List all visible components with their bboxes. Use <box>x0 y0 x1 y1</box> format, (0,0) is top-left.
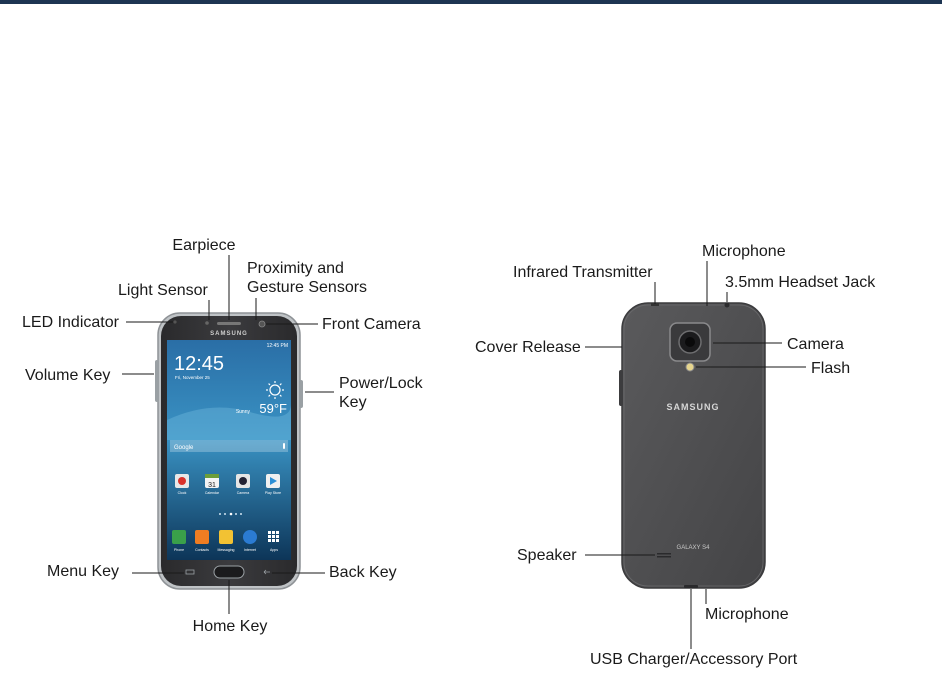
label-flash: Flash <box>811 360 851 377</box>
label-light-sensor: Light Sensor <box>118 282 208 299</box>
dock-label-messaging: Messaging <box>218 548 235 552</box>
apps-grid-icon <box>268 531 279 542</box>
svg-text:31: 31 <box>208 482 216 489</box>
label-earpiece: Earpiece <box>172 237 236 254</box>
led-dot <box>173 320 177 324</box>
internet-app-icon <box>243 530 257 544</box>
mic-icon <box>283 443 285 449</box>
power-key-shape <box>299 380 303 408</box>
front-brand: SAMSUNG <box>210 331 248 337</box>
screen-temp: 59°F <box>259 401 287 416</box>
back-key-shape <box>263 569 270 575</box>
menu-key-shape <box>185 569 195 575</box>
screen-search-label: Google <box>174 445 194 451</box>
label-speaker: Speaker <box>517 547 577 564</box>
app-label-calendar: Calendar <box>205 491 220 495</box>
label-headset-jack: 3.5mm Headset Jack <box>725 274 876 291</box>
label-proximity-gesture-sensors: Proximity and Gesture Sensors <box>247 260 368 296</box>
label-microphone-bottom: Microphone <box>705 606 789 623</box>
dock-label-contacts: Contacts <box>195 548 209 552</box>
label-usb-port: USB Charger/Accessory Port <box>590 651 798 668</box>
header-bar <box>0 0 942 4</box>
label-infrared-transmitter: Infrared Transmitter <box>513 264 653 281</box>
label-power-lock-key: Power/Lock Key <box>339 375 423 411</box>
label-cover-release: Cover Release <box>475 339 581 356</box>
volume-key-shape <box>155 360 159 402</box>
back-phone: SAMSUNG GALAXY S4 <box>619 302 766 589</box>
screen-clock: 12:45 <box>174 353 224 375</box>
app-label-playstore: Play Store <box>265 491 281 495</box>
front-camera-dot <box>258 320 266 328</box>
weather-sun-icon <box>266 381 284 399</box>
label-home-key: Home Key <box>192 618 268 635</box>
ir-blaster-shape <box>651 303 659 306</box>
messaging-app-icon <box>219 530 233 544</box>
earpiece-slot <box>217 322 241 325</box>
app-label-clock: Clock <box>178 491 187 495</box>
contacts-app-icon <box>195 530 209 544</box>
usb-port-shape <box>684 585 698 588</box>
back-volume-edge <box>619 370 623 406</box>
label-led-indicator: LED Indicator <box>22 314 119 331</box>
front-screen <box>167 340 291 560</box>
front-leader-lines <box>122 255 334 614</box>
dock-label-apps: Apps <box>270 548 278 552</box>
screen-city: Sunny <box>236 409 251 415</box>
light-sensor-dot <box>205 321 209 325</box>
home-key-shape <box>213 565 245 579</box>
label-menu-key: Menu Key <box>47 563 120 580</box>
label-back-key: Back Key <box>329 564 397 581</box>
label-microphone-top: Microphone <box>702 243 786 260</box>
back-model: GALAXY S4 <box>677 545 711 551</box>
dock-label-internet: Internet <box>244 548 256 552</box>
speaker-grille <box>657 553 671 558</box>
screen-status-time: 12:45 PM <box>267 343 288 349</box>
back-leader-lines <box>585 261 806 649</box>
label-camera: Camera <box>787 336 844 353</box>
phone-app-icon <box>172 530 186 544</box>
label-front-camera: Front Camera <box>322 316 421 333</box>
screen-date: Fri, November 25 <box>175 375 210 380</box>
screen-search-bar <box>170 440 288 452</box>
headset-jack-shape <box>724 302 730 308</box>
back-brand: SAMSUNG <box>666 402 719 412</box>
app-label-camera: Camera <box>237 491 250 495</box>
front-phone: SAMSUNG 12:45 PM 12:45 Fri, November 25 … <box>155 312 303 590</box>
label-volume-key: Volume Key <box>25 367 111 384</box>
dock-label-phone: Phone <box>174 548 184 552</box>
flash-led <box>685 362 695 372</box>
